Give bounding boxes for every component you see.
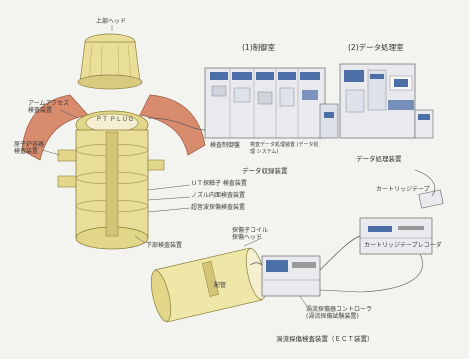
label-sensor-note2: ノズル内面検査装置 <box>191 192 246 199</box>
right-arm <box>139 94 206 156</box>
label-data-acq: データ収録装置 <box>242 167 288 175</box>
label-arm-device: アームアクセス 検査装置 <box>28 100 70 114</box>
reactor-vessel-illustration <box>21 25 206 250</box>
label-control-sub2: 検査データ処理装置 (データ処理 システム) <box>250 142 319 155</box>
label-nozzle-device: 超音波探傷検査装置 <box>191 204 246 211</box>
label-vessel-scan: 原子炉容器 検査装置 <box>14 141 45 155</box>
label-cartridge-tape: カートリッジテープ <box>376 186 430 193</box>
nozzle-right <box>147 159 165 171</box>
left-arm <box>21 94 89 161</box>
label-probe: 探傷子コイル 探傷ヘッド <box>232 227 269 241</box>
tape-cartridge <box>418 189 444 209</box>
control-room-equipment <box>147 63 434 139</box>
nozzle-left-lower <box>57 175 77 188</box>
label-data-proc: データ処理装置 <box>356 155 402 163</box>
tape-recorder-equipment <box>359 169 444 255</box>
label-recorder: カートリッジテープレコーダ <box>364 242 442 249</box>
label-pipe: 配管 <box>214 282 227 289</box>
label-top-cap: 上部ヘッド <box>96 18 127 25</box>
label-analyzer: 渦流探傷器コントローラ (渦流探傷試験装置) <box>306 306 373 320</box>
label-data-room: (2)データ処理室 <box>348 43 404 52</box>
tape-recorder <box>359 217 433 255</box>
pipe-inspection <box>150 235 423 323</box>
label-lower-device: 下部検査装置 <box>146 242 183 249</box>
label-caption: 渦流探傷検査装置（ＥＣＴ装置） <box>276 335 374 343</box>
nozzle-left <box>57 149 77 162</box>
label-plug: ＰＴ ＰＬＵＧ <box>96 116 134 123</box>
label-control-room: (1)制御室 <box>242 43 276 52</box>
label-control-sub1: 検査制御盤 <box>210 142 241 149</box>
label-sensor-note1: ＵＴ探触子 検査装置 <box>191 180 247 187</box>
